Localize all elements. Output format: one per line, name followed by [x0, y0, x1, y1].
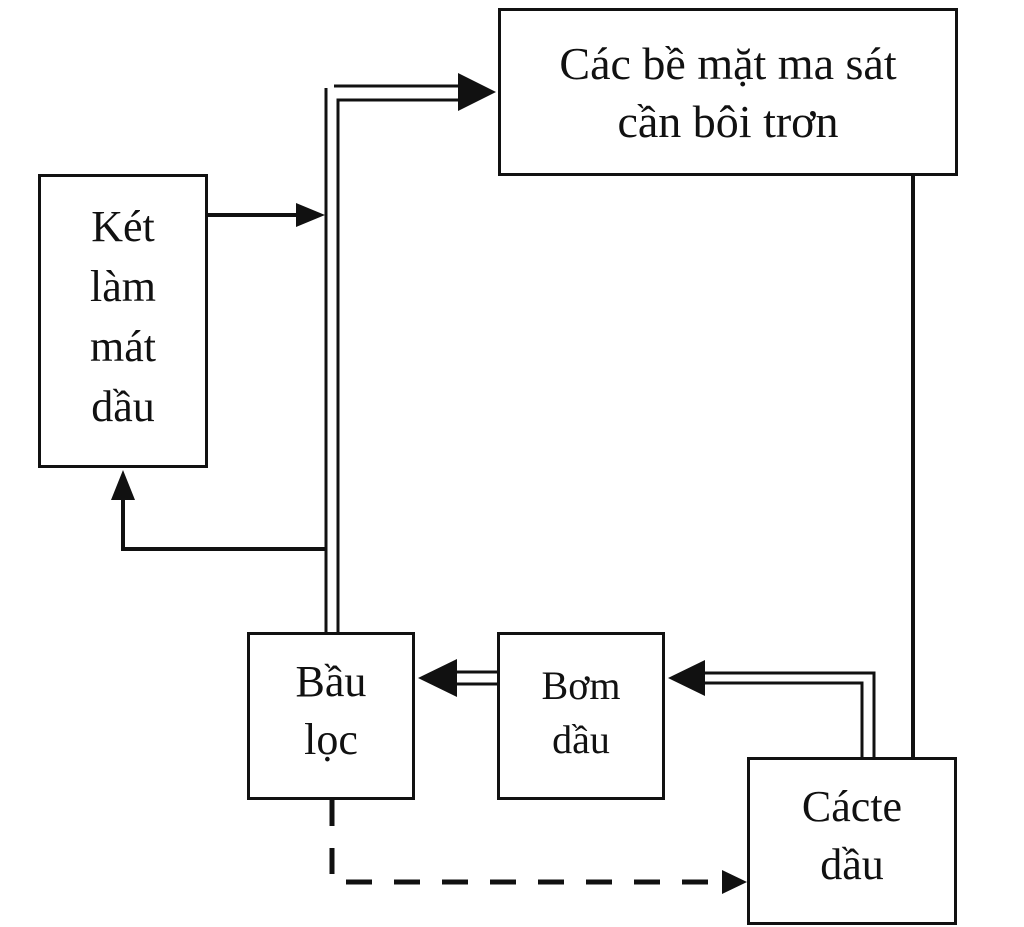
- node-label-line: Cácte: [801, 782, 903, 831]
- arrow-into-filter-icon: [418, 659, 457, 697]
- edge-filter-to-sump-dashed: [329, 800, 722, 885]
- node-label-line: Bơm: [541, 663, 621, 708]
- node-label-line: Két: [91, 202, 155, 251]
- edge-filter-to-surfaces: [324, 84, 460, 632]
- node-friction-surfaces: Các bề mặt ma sát cần bôi trơn: [498, 8, 958, 176]
- node-label-line: dầu: [91, 382, 155, 431]
- node-label-line: làm: [90, 262, 156, 311]
- node-label-line: Bầu: [295, 657, 367, 706]
- edge-cooler-to-riser: [208, 203, 325, 227]
- arrow-into-riser-icon: [296, 203, 325, 227]
- node-label-line: Các bề mặt ma sát: [559, 38, 897, 89]
- node-label-line: dầu: [820, 840, 884, 889]
- arrow-into-surfaces-icon: [458, 73, 496, 111]
- node-oil-cooler: Két làm mát dầu: [38, 174, 208, 468]
- edge-pump-to-filter: [455, 670, 497, 686]
- node-oil-sump: Cácte dầu: [747, 757, 957, 925]
- node-label-line: cần bôi trơn: [617, 96, 839, 147]
- node-label-line: lọc: [304, 715, 358, 764]
- arrow-into-sump-icon: [722, 870, 747, 894]
- arrow-into-cooler-icon: [111, 470, 135, 500]
- node-oil-filter: Bầu lọc: [247, 632, 415, 800]
- arrow-into-pump-icon: [668, 660, 705, 696]
- edge-riser-to-cooler: [121, 498, 326, 551]
- edge-sump-to-pump: [700, 671, 876, 757]
- node-oil-pump: Bơm dầu: [497, 632, 665, 800]
- node-label-line: dầu: [552, 717, 610, 762]
- node-label-line: mát: [90, 322, 156, 371]
